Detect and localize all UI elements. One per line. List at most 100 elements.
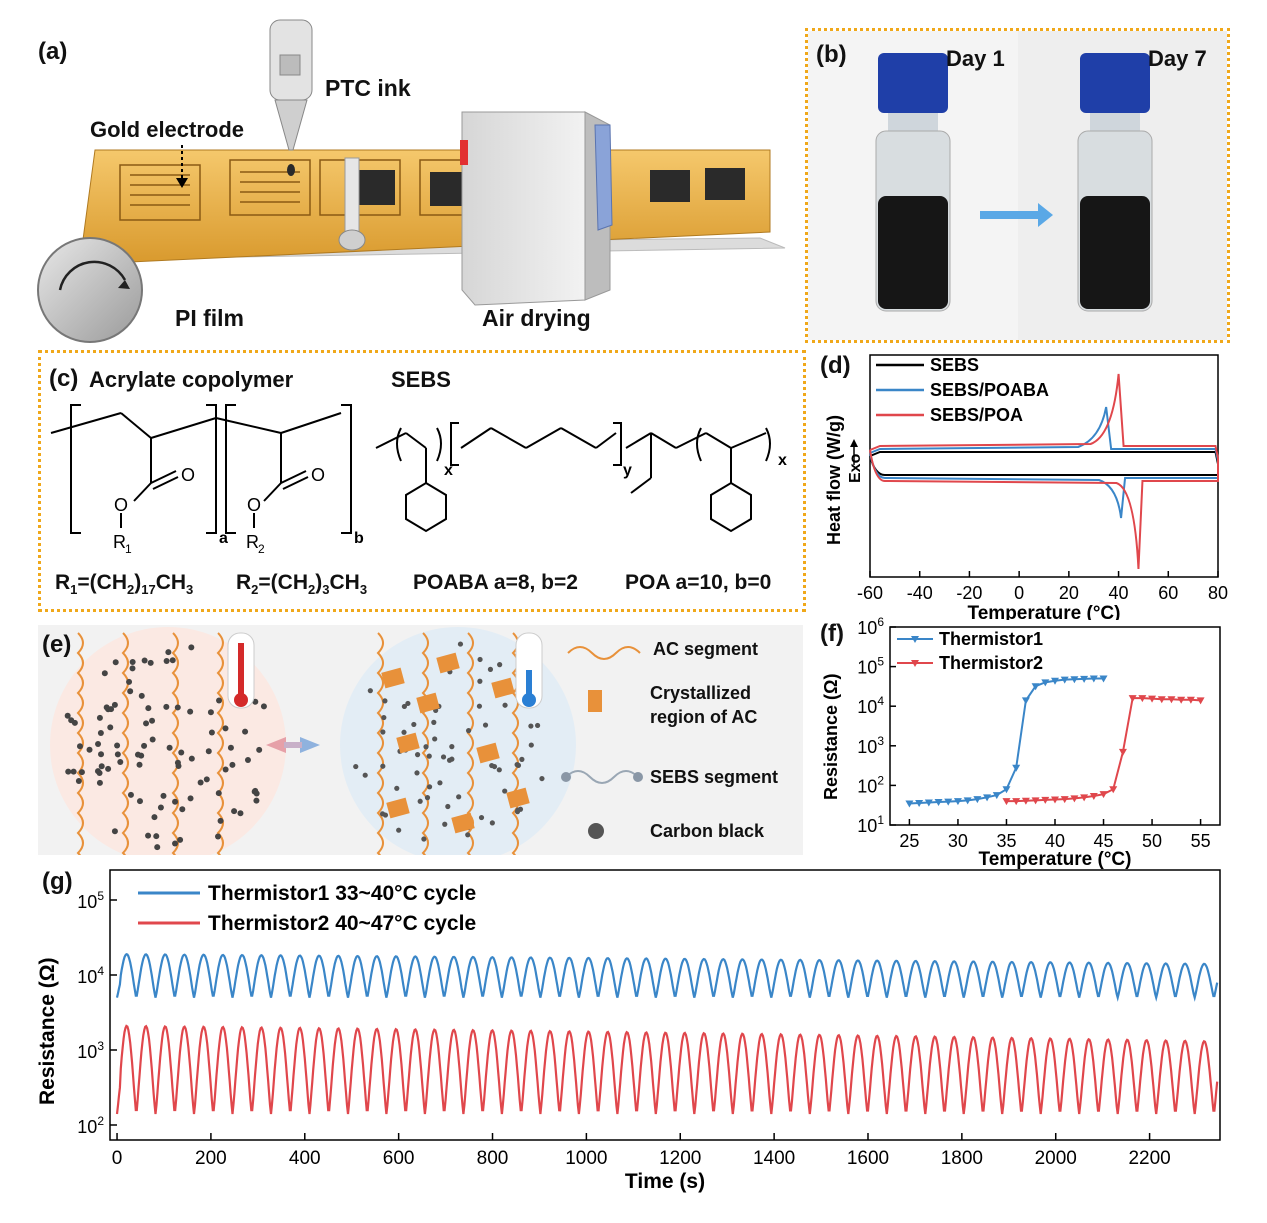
crystal-block: [386, 797, 410, 819]
carbon-black-dot: [98, 751, 105, 758]
legend-carbon-black: Carbon black: [650, 821, 765, 841]
carbon-black-dot: [166, 744, 173, 751]
y-tick-label: 102: [857, 773, 884, 796]
carbon-black-dot: [96, 769, 103, 776]
mechanism-illustration: [50, 627, 643, 855]
x-axis-label: Temperature (°C): [968, 603, 1121, 620]
r1-atom: R: [113, 532, 126, 552]
carbon-black-dot: [476, 703, 483, 709]
x-tick-label: 20: [1059, 583, 1079, 603]
carbon-black-dot: [426, 784, 433, 790]
panel-label: (c): [49, 365, 79, 392]
carbon-black-dot: [231, 808, 238, 815]
data-point: [963, 797, 972, 805]
carbon-black-dot: [129, 659, 136, 666]
panel-label: (b): [816, 41, 847, 68]
legend-label: Thermistor2: [939, 653, 1043, 673]
data-point: [1089, 792, 1098, 800]
carbon-black-dot: [414, 752, 421, 758]
y-tick-label: 106: [857, 615, 884, 638]
x-tick-label: 35: [996, 831, 1016, 851]
data-point: [1196, 697, 1205, 705]
y-tick-label: 105: [857, 655, 884, 678]
carbon-black-dot: [178, 749, 185, 756]
panel-e: (e) AC segment Crystallized region of AC…: [38, 625, 803, 855]
carbon-black-dot: [237, 810, 244, 817]
legend-label: Thermistor1: [939, 629, 1043, 649]
data-point: [1031, 797, 1040, 805]
carbon-black-dot: [163, 703, 170, 710]
carbon-black-dot: [496, 767, 502, 773]
x-tick-label: 1200: [659, 1148, 701, 1169]
legend-label: SEBS/POABA: [930, 380, 1049, 400]
carbon-black-dot: [147, 659, 154, 666]
ptc-ink-label: PTC ink: [325, 75, 411, 101]
thermometer-cold-level: [526, 670, 532, 698]
x-tick-label: 400: [289, 1148, 321, 1169]
series-line: [115, 952, 1219, 1002]
panel-a: (a): [0, 0, 800, 345]
x-tick-label: 600: [383, 1148, 415, 1169]
carbon-black-dot: [401, 729, 407, 735]
x-tick-label: 2200: [1128, 1148, 1170, 1169]
ac-chain: [76, 632, 84, 855]
carbon-black-dot: [382, 698, 388, 704]
carbon-black-dot: [519, 756, 525, 762]
carbon-black-dot: [149, 717, 156, 724]
crystal-block: [506, 787, 530, 809]
carbon-black-dot: [65, 768, 72, 775]
oxygen-a: O: [114, 495, 128, 515]
carbon-black-dot: [437, 780, 443, 786]
x-axis-label: Temperature (°C): [979, 849, 1132, 870]
carbon-black-dot: [129, 665, 136, 672]
x-tick-label: -40: [907, 583, 933, 603]
carbon-black-dot: [114, 751, 121, 758]
carbon-black-dot: [260, 703, 267, 710]
disordered-circle: [50, 627, 286, 855]
carbon-black-dot: [515, 807, 521, 813]
carbon-black-dot: [401, 703, 407, 710]
x-tick-label: 1000: [565, 1148, 607, 1169]
carbon-black-dot: [177, 836, 184, 843]
legend-label: SEBS: [930, 355, 979, 375]
heating-curve: [869, 406, 1219, 462]
carbon-black-dot: [138, 752, 145, 759]
pi-film-label: PI film: [175, 305, 245, 331]
carbon-black-dot: [528, 723, 534, 729]
carbon-black-dot: [169, 657, 176, 664]
x-tick-label: 800: [477, 1148, 509, 1169]
poa-definition: POA a=10, b=0: [625, 571, 772, 594]
carbon-black-dot: [380, 729, 386, 735]
chemical-structures: O O O O R 1 R 2 a b x y x: [50, 404, 787, 556]
day7-label: Day 7: [1148, 46, 1207, 71]
carbon-black-dot: [445, 803, 451, 810]
legend-label: Thermistor2 40~47°C cycle: [208, 912, 476, 935]
carbon-black-dot: [179, 806, 186, 813]
double-arrow-shaft: [284, 742, 302, 748]
y-axis-label: Resistance (Ω): [821, 674, 841, 800]
x-tick-label: -20: [956, 583, 982, 603]
data-point: [1118, 748, 1127, 756]
carbon-black-dot: [382, 812, 389, 818]
carbon-black-dot: [151, 814, 158, 821]
y-tick-label: 103: [77, 1039, 104, 1062]
carbon-black-dot: [127, 791, 134, 798]
carbon-black-dot: [68, 717, 75, 724]
carbon-black-dot: [214, 833, 221, 840]
r1-definition: R1=(CH2)17CH3: [55, 571, 194, 598]
crystal-block: [436, 652, 460, 674]
data-point: [1041, 796, 1050, 804]
legend-carbon-glyph: [588, 823, 604, 839]
ac-chain: [511, 632, 519, 855]
sebs-title: SEBS: [391, 367, 451, 392]
carbon-black-dot: [112, 659, 119, 666]
x-tick-label: 30: [948, 831, 968, 851]
carbon-black-dot: [75, 778, 82, 785]
ac-chain: [121, 632, 129, 855]
data-point: [1060, 796, 1069, 804]
y-axis-label: Heat flow (W/g): [824, 415, 844, 545]
y-tick-label: 104: [857, 694, 884, 717]
legend-crystal-glyph: [588, 690, 602, 712]
carbon-black-dot: [431, 719, 437, 725]
carbon-black-dot: [107, 724, 114, 731]
